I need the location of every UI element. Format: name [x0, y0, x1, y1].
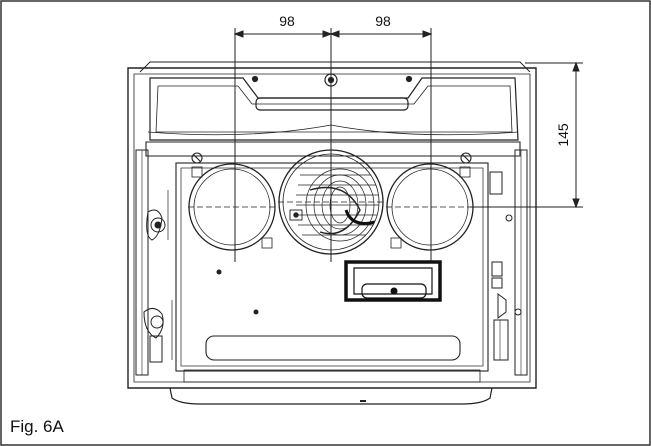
- dimension-horizontal: [233, 28, 433, 262]
- figure-caption: Fig. 6A: [10, 417, 64, 436]
- dimension-vertical-label: 145: [555, 123, 571, 147]
- inspection-window: [344, 260, 442, 302]
- cross-bar: [145, 141, 521, 164]
- boiler-casing: [127, 61, 537, 405]
- centre-lines: [188, 201, 474, 208]
- top-manifold: [147, 73, 519, 141]
- left-side-components: [135, 149, 173, 376]
- fixing-points: [216, 214, 522, 316]
- dimension-left-label: 98: [279, 13, 295, 29]
- inner-chamber: [175, 162, 489, 383]
- right-side-components: [489, 149, 528, 376]
- dimension-right-label: 98: [375, 13, 391, 29]
